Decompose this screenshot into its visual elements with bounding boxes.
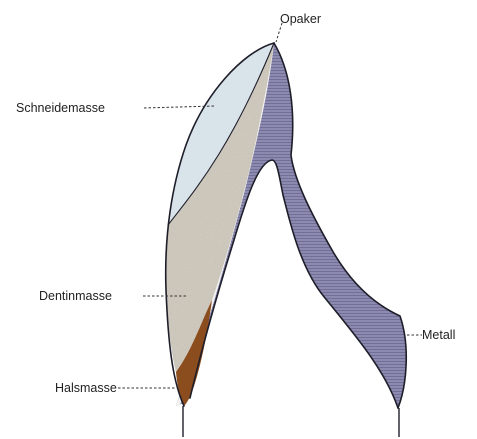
label-opaker: Opaker <box>280 12 321 26</box>
label-dentinmasse: Dentinmasse <box>39 289 112 303</box>
label-schneidemasse: Schneidemasse <box>16 101 105 115</box>
label-halsmasse: Halsmasse <box>55 381 117 395</box>
label-metall: Metall <box>422 328 455 342</box>
